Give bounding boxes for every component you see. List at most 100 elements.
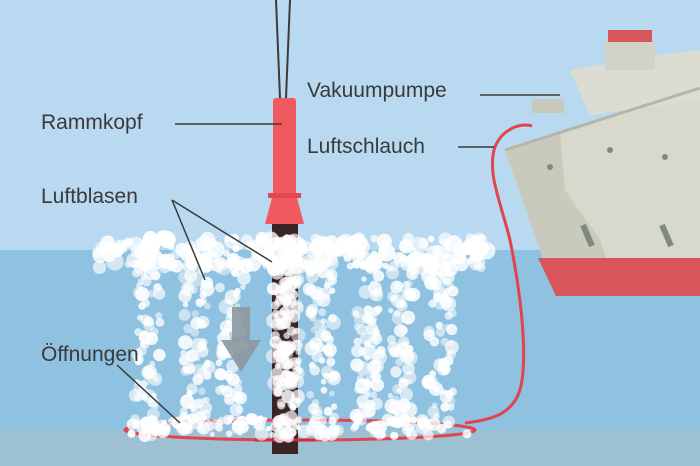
bubble <box>209 431 215 437</box>
bubble <box>276 320 287 331</box>
bubble <box>354 378 370 394</box>
seabed <box>0 430 700 466</box>
bubble <box>306 390 315 399</box>
bubble <box>305 270 319 284</box>
bubble <box>180 366 191 376</box>
bubble <box>203 396 210 404</box>
bubble <box>271 253 283 264</box>
bubble <box>199 401 213 415</box>
bubble <box>137 386 149 398</box>
bubble <box>353 337 362 346</box>
bubble <box>438 359 446 367</box>
bubble <box>288 245 301 258</box>
bubble <box>372 270 385 282</box>
bubble <box>195 355 201 361</box>
bubble <box>245 412 256 424</box>
bubble <box>442 261 458 277</box>
bubble <box>302 282 316 296</box>
bubble <box>142 378 151 386</box>
bubble <box>310 326 318 333</box>
bubble <box>149 268 161 281</box>
bubble <box>375 348 386 359</box>
bubble <box>197 254 213 271</box>
bubble <box>287 427 297 437</box>
bubble <box>138 302 146 310</box>
bubble <box>143 319 155 331</box>
bubble <box>285 423 293 430</box>
ship-anchor-slot-2 <box>659 223 674 248</box>
bubble <box>155 318 165 327</box>
bubble <box>401 310 416 325</box>
bubble <box>277 345 291 359</box>
bubble <box>439 238 447 246</box>
bubble <box>353 416 363 425</box>
bubble <box>311 399 320 407</box>
bubble <box>222 414 233 425</box>
bubble <box>372 356 379 363</box>
ship-hull-shadow <box>505 133 620 296</box>
ship-porthole-3 <box>662 154 668 160</box>
bubble <box>186 389 193 396</box>
bubble <box>444 311 453 320</box>
bubble <box>215 359 223 367</box>
bubble <box>190 286 198 294</box>
bubble <box>282 300 290 308</box>
label-openings: Öffnungen <box>41 343 139 366</box>
bubble <box>361 344 377 360</box>
bubble-curtain <box>92 230 496 443</box>
bubble <box>445 340 459 355</box>
bubble <box>178 308 191 321</box>
bubble <box>402 280 411 289</box>
bubble <box>171 416 185 430</box>
bubble <box>306 304 319 316</box>
ship-bridge <box>605 40 655 70</box>
bubble <box>279 235 291 247</box>
bubble <box>434 265 446 276</box>
bubble <box>365 424 373 432</box>
bubble <box>270 289 276 295</box>
bubble <box>398 378 409 389</box>
bubble <box>433 286 446 300</box>
bubble <box>293 281 301 289</box>
bubble <box>311 350 323 363</box>
bubble <box>368 420 382 434</box>
bubble <box>284 376 295 387</box>
bubble <box>323 406 333 416</box>
bubble <box>370 264 378 271</box>
bubble <box>218 299 234 314</box>
down-arrow-icon <box>221 307 261 372</box>
bubble <box>270 331 280 341</box>
bubble <box>387 341 401 356</box>
bubble <box>393 251 405 264</box>
bubble <box>170 259 184 273</box>
bubble <box>295 425 301 431</box>
ship-deck-line <box>504 86 700 152</box>
bubble <box>326 357 336 367</box>
bubble <box>410 236 429 254</box>
bubble <box>390 431 399 440</box>
bubble <box>106 252 124 271</box>
bubble <box>318 308 327 317</box>
bubble <box>328 287 336 295</box>
bubble <box>309 337 323 351</box>
bubble <box>257 416 264 423</box>
bubble <box>309 365 320 376</box>
bubble <box>475 243 483 251</box>
bubble <box>401 348 412 359</box>
bubble <box>401 287 415 301</box>
bubble <box>288 357 301 370</box>
bubble <box>423 329 436 342</box>
bubble <box>365 399 376 410</box>
bubble <box>403 416 411 424</box>
bubble <box>289 403 297 411</box>
bubble <box>402 362 415 376</box>
air-hose <box>464 123 533 425</box>
bubble <box>149 420 160 431</box>
bubble <box>220 327 230 337</box>
bubble <box>324 256 339 271</box>
bubble <box>326 315 341 330</box>
bubble <box>132 268 141 278</box>
bubble <box>270 265 284 280</box>
bubble <box>306 311 314 318</box>
bubble <box>210 419 221 430</box>
